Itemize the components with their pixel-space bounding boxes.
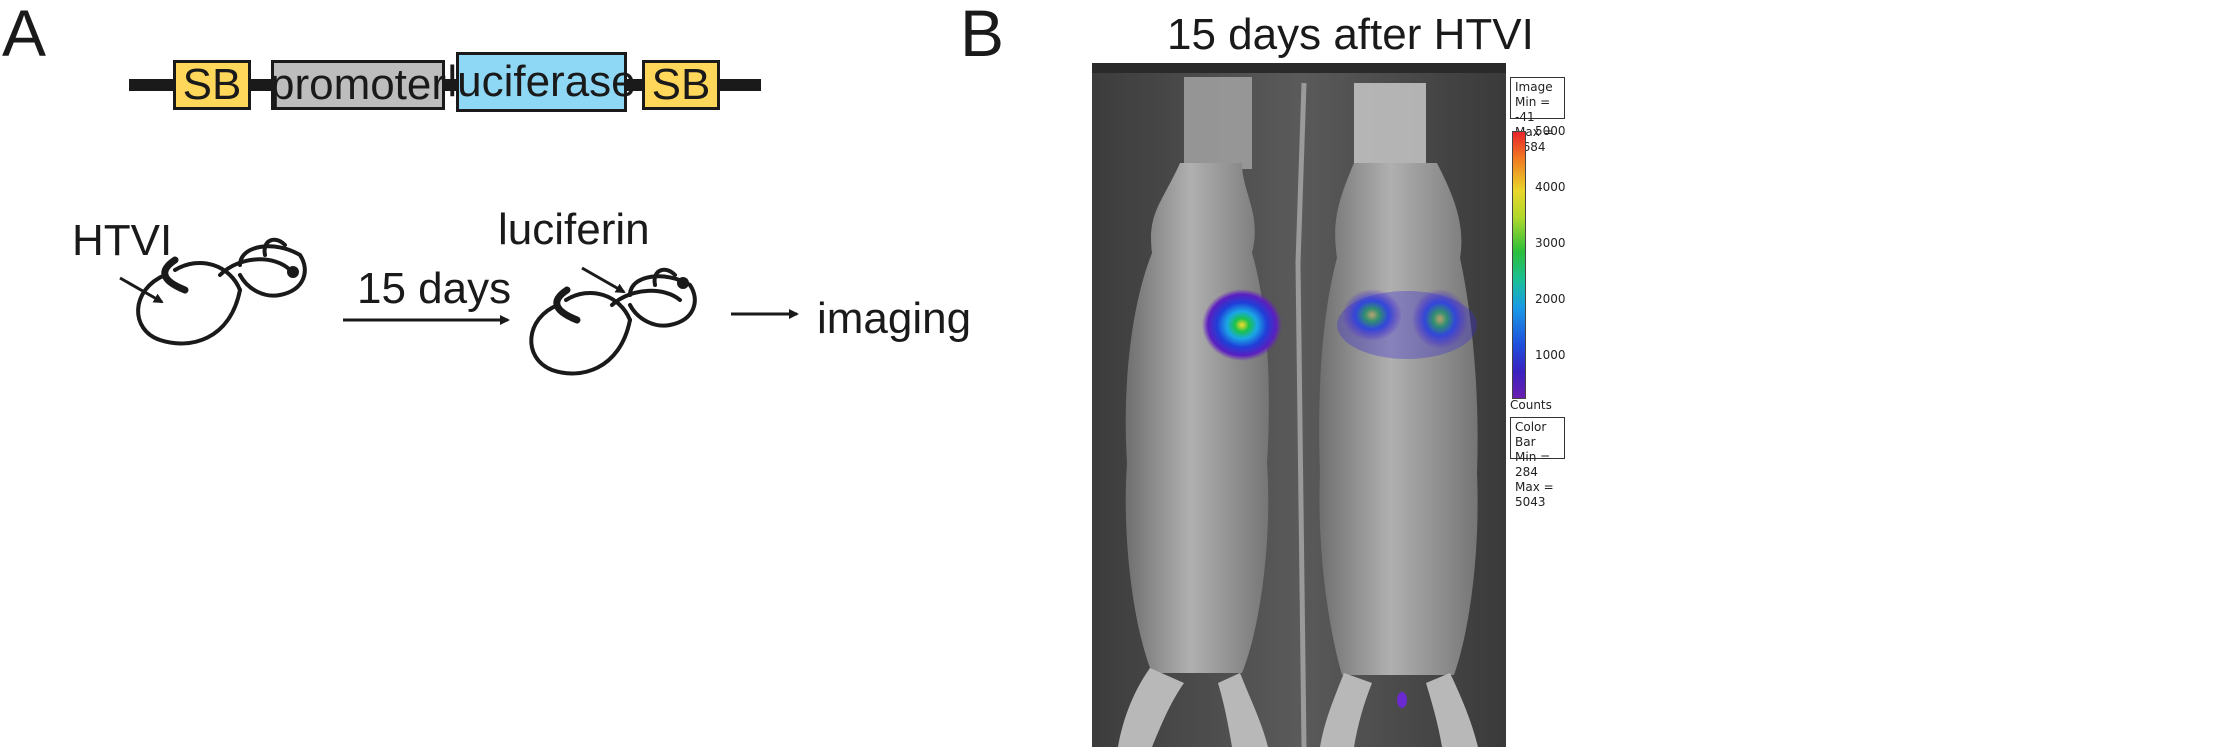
luciferin-label: luciferin [498, 205, 650, 254]
color-bar-tick-3000: 3000 [1535, 236, 1566, 250]
imaging-label: imaging [817, 294, 972, 343]
panel-b-title: 15 days after HTVI [1167, 10, 1534, 59]
color-bar-range-max: Max = 5043 [1515, 480, 1554, 509]
sb-left-box: SB [173, 60, 251, 110]
sb-right-box: SB [642, 60, 720, 110]
mouse-2-icon [529, 267, 697, 376]
workflow-drawing [119, 237, 799, 376]
luciferase-box: luciferase [447, 52, 636, 112]
panel-b-letter: B [960, 0, 1005, 70]
color-bar-unit: Counts [1510, 398, 1552, 412]
color-bar-gradient [1512, 131, 1526, 399]
color-bar-range-min: Min = 284 [1515, 450, 1551, 479]
bioluminescence-image [1092, 63, 1506, 747]
injection-arrow-2 [581, 266, 626, 294]
image-range-box: Image Min = -41 Max = 5684 [1510, 77, 1565, 154]
promoter-box: promoter [269, 60, 447, 110]
panel-a-letter: A [2, 0, 47, 70]
interval-label: 15 days [357, 264, 512, 313]
htvi-label: HTVI [72, 216, 173, 265]
color-bar-tick-1000: 1000 [1535, 348, 1566, 362]
color-bar-tick-2000: 2000 [1535, 292, 1566, 306]
mouse-1-icon [136, 237, 307, 346]
color-bar-range-box: Color Bar Min = 284 Max = 5043 [1510, 417, 1565, 509]
image-range-title: Image [1515, 80, 1553, 94]
color-bar-range-title: Color Bar [1515, 420, 1547, 449]
image-range-min: Min = -41 [1515, 95, 1551, 124]
injection-arrow-1 [119, 276, 164, 304]
color-bar-tick-4000: 4000 [1535, 180, 1566, 194]
color-bar-tick-5000: 5000 [1535, 124, 1566, 138]
